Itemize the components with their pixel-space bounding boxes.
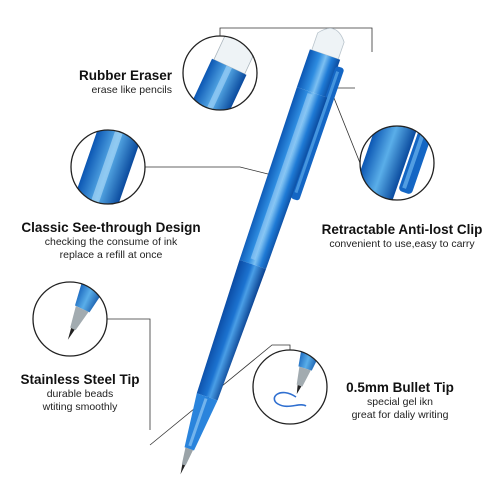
eraser-detail-circle xyxy=(182,35,258,111)
see-through-desc-1: checking the consume of ink xyxy=(44,236,178,248)
rubber-eraser-desc: erase like pencils xyxy=(91,84,172,96)
see-through-desc-2: replace a refill at once xyxy=(59,248,163,261)
rubber-eraser-callout: Rubber Eraser erase like pencils xyxy=(79,68,172,97)
see-through-detail-circle xyxy=(70,129,146,205)
see-through-callout: Classic See-through Design checking the … xyxy=(13,220,209,261)
clip-callout: Retractable Anti-lost Clip convenient to… xyxy=(307,222,497,251)
clip-title: Retractable Anti-lost Clip xyxy=(321,222,483,237)
see-through-title: Classic See-through Design xyxy=(21,220,201,235)
rubber-eraser-title: Rubber Eraser xyxy=(78,68,172,83)
steel-tip-title: Stainless Steel Tip xyxy=(20,372,140,387)
steel-tip-detail-circle xyxy=(32,281,108,357)
bullet-tip-callout: 0.5mm Bullet Tip special gel ikn great f… xyxy=(334,380,466,421)
bullet-tip-title: 0.5mm Bullet Tip xyxy=(346,380,454,395)
clip-detail-circle xyxy=(359,125,435,201)
bullet-tip-desc-1: special gel ikn xyxy=(367,396,433,408)
bullet-tip-desc-2: great for daliy writing xyxy=(351,408,449,421)
steel-tip-callout: Stainless Steel Tip durable beads wtitin… xyxy=(6,372,154,413)
steel-tip-desc-1: durable beads xyxy=(46,388,114,400)
steel-tip-desc-2: wtiting smoothly xyxy=(42,400,118,413)
clip-desc: convenient to use,easy to carry xyxy=(329,238,475,250)
pen xyxy=(180,28,345,475)
